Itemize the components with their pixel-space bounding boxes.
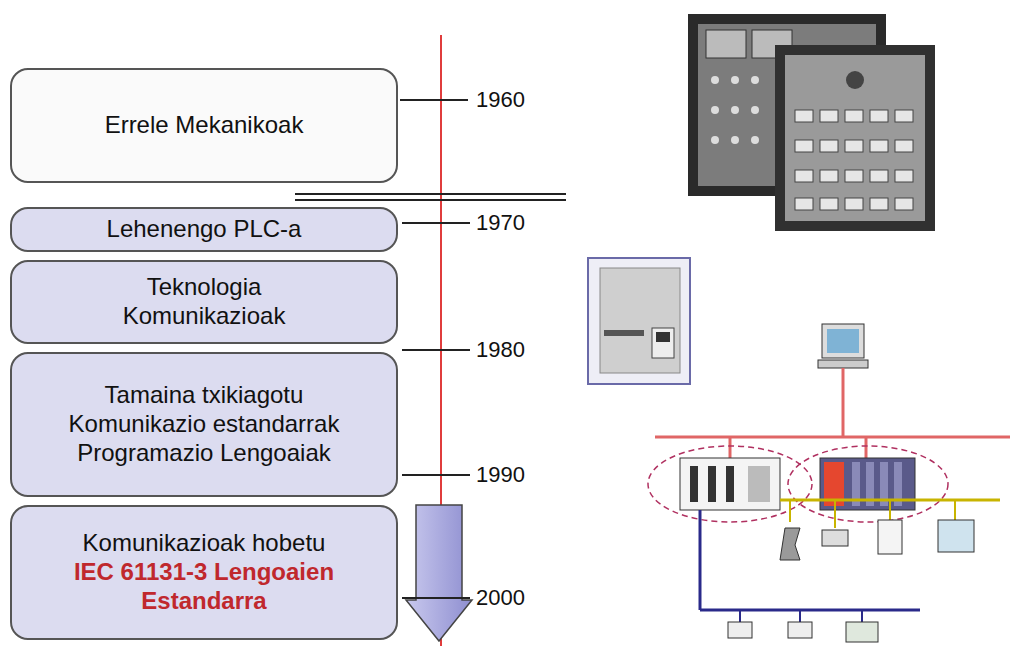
timeline-box: TeknologiaKomunikazioak [10,260,398,344]
timeline-box: Errele Mekanikoak [10,68,398,183]
plc-network [648,324,1010,642]
box-text: Komunikazioak [123,302,286,331]
year-label: 2000 [476,587,525,609]
year-ticks [400,100,470,475]
year-label: 1970 [476,212,525,234]
down-arrow [406,505,472,641]
year-label: 1990 [476,464,525,486]
timeline-box: Tamaina txikiagotuKomunikazio estandarra… [10,352,398,497]
box-text: Komunikazio estandarrak [69,410,340,439]
box-text: IEC 61131-3 Lengoaien Estandarra [22,558,386,616]
box-text: Komunikazioak hobetu [83,529,326,558]
year-label: 1980 [476,339,525,361]
timeline-box: Lehenengo PLC-a [10,207,398,252]
box-text: Lehenengo PLC-a [107,215,302,244]
box-text: Teknologia [147,273,262,302]
year-tick [402,597,470,599]
box-text: Errele Mekanikoak [105,111,304,140]
box-text: Tamaina txikiagotu [105,381,304,410]
plc-photo [588,258,690,384]
timeline-break [295,194,566,200]
box-text: Programazio Lengoaiak [77,439,331,468]
timeline-box: Komunikazioak hobetuIEC 61131-3 Lengoaie… [10,505,398,640]
relay-cabinets [688,14,935,231]
year-label: 1960 [476,89,525,111]
